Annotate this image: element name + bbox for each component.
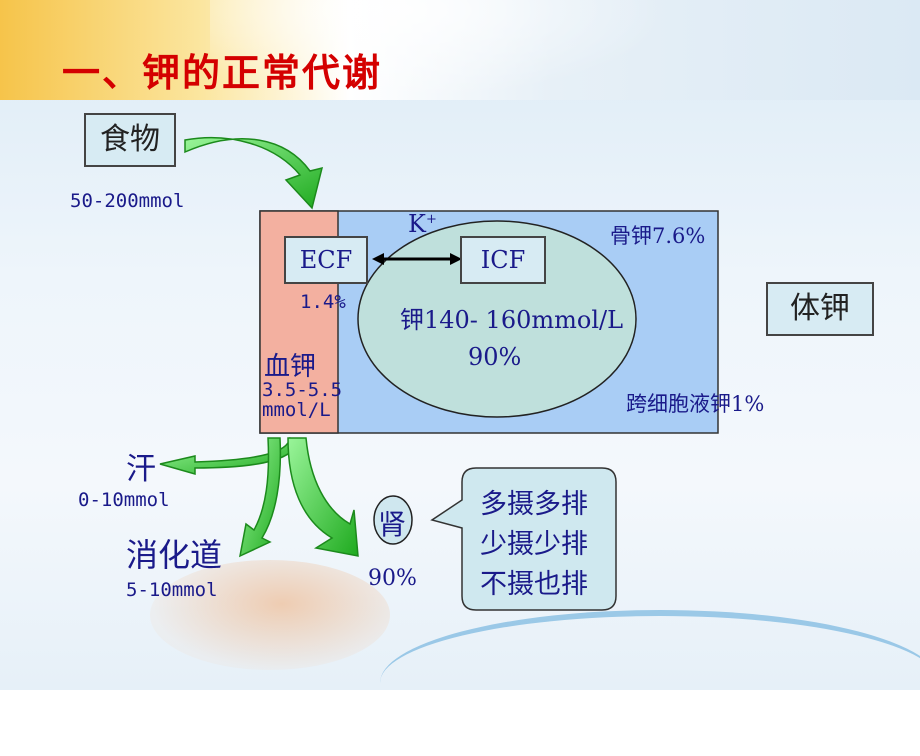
callout-line-3: 不摄也排	[480, 569, 588, 600]
kidney-percent: 90%	[368, 566, 417, 591]
decorative-curve	[380, 610, 920, 756]
blood-potassium-unit: mmol/L	[262, 399, 331, 421]
callout-bubble	[430, 467, 617, 611]
decorative-hand-image	[150, 560, 390, 670]
icf-label: ICF	[460, 236, 546, 284]
food-arrow	[184, 136, 324, 210]
ecf-text: ECF	[299, 246, 353, 274]
food-amount: 50-200mmol	[70, 190, 185, 212]
sweat-amount: 0-10mmol	[78, 489, 170, 511]
transcellular-potassium: 跨细胞液钾1%	[626, 392, 765, 416]
icf-text: ICF	[480, 246, 526, 274]
exchange-ion: K	[408, 210, 426, 238]
gi-tract-arrow	[238, 437, 282, 558]
title-band-highlight	[210, 0, 670, 100]
food-label: 食物	[84, 113, 176, 167]
kidney-label: 肾	[378, 508, 407, 541]
gi-tract-label: 消化道	[126, 536, 223, 574]
callout-line-1: 多摄多排	[480, 489, 588, 520]
body-potassium-text: 体钾	[790, 291, 850, 326]
ecf-percent: 1.4%	[300, 291, 346, 313]
gi-tract-amount: 5-10mmol	[126, 579, 218, 601]
blood-potassium-range: 3.5-5.5	[262, 379, 343, 401]
icf-ellipse	[357, 220, 637, 418]
kidney-circle	[373, 495, 413, 545]
callout-line-2: 少摄少排	[480, 529, 588, 560]
blood-potassium-label: 血钾	[264, 352, 317, 382]
kidney-arrow	[287, 437, 359, 557]
slide-title: 一、钾的正常代谢	[62, 51, 383, 95]
exchange-arrow	[372, 253, 462, 265]
ecf-label: ECF	[284, 236, 368, 284]
icf-percent: 90%	[468, 343, 522, 371]
sweat-label: 汗	[126, 452, 156, 487]
exchange-ion-label: K+	[408, 210, 437, 238]
food-text: 食物	[100, 122, 160, 157]
icf-concentration: 钾140- 160mmol/L	[400, 306, 624, 334]
body-potassium-label: 体钾	[766, 282, 874, 336]
bone-potassium: 骨钾7.6%	[610, 224, 706, 248]
exchange-ion-charge: +	[425, 212, 437, 227]
